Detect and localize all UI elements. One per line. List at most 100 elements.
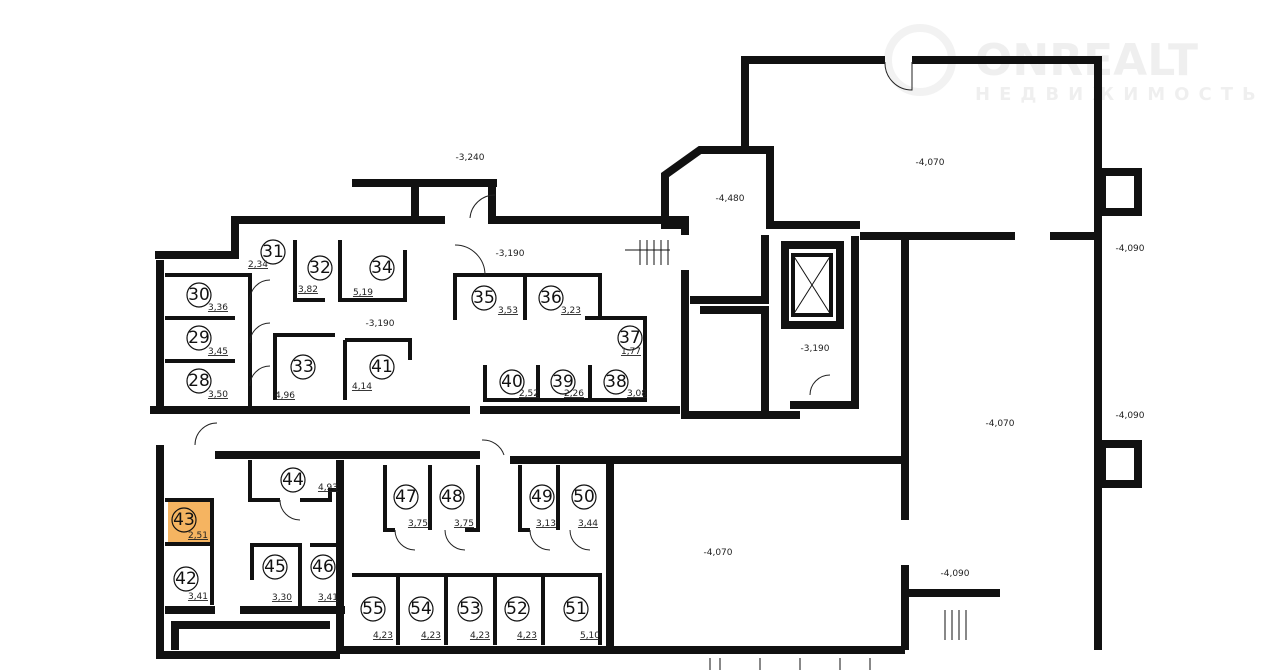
room-number-circle (173, 566, 199, 592)
room-55[interactable]: 554,23 (360, 596, 393, 641)
room-37[interactable]: 371,77 (617, 325, 643, 357)
room-area: 3,75 (408, 519, 428, 529)
level-mark: -3,190 (495, 249, 524, 259)
room-number-circle (529, 484, 555, 510)
room-49[interactable]: 493,13 (529, 484, 556, 529)
room-number: 40 (501, 372, 523, 392)
room-number-circle (171, 507, 197, 533)
room-number-circle (307, 255, 333, 281)
room-number-circle (262, 554, 288, 580)
room-area: 4,23 (421, 631, 441, 641)
room-42[interactable]: 423,41 (173, 566, 208, 602)
level-mark: -4,090 (1115, 244, 1144, 254)
room-30[interactable]: 303,36 (186, 282, 228, 313)
level-mark: -4,090 (940, 569, 969, 579)
room-area: 2,34 (248, 260, 268, 270)
room-34[interactable]: 345,19 (353, 255, 395, 298)
room-number-circle (310, 554, 336, 580)
room-number: 48 (441, 487, 463, 507)
watermark-subtitle: НЕДВИЖИМОСТЬ (975, 84, 1265, 105)
room-number-circle (280, 467, 306, 493)
level-mark: -4,090 (1115, 411, 1144, 421)
room-number-circle (439, 484, 465, 510)
room-52[interactable]: 524,23 (504, 596, 537, 641)
level-mark: -4,070 (985, 419, 1014, 429)
level-mark: -3,190 (800, 344, 829, 354)
room-33[interactable]: 334,96 (275, 354, 316, 401)
level-mark: -4,480 (715, 194, 744, 204)
room-number-circle (603, 369, 629, 395)
room-area: 3,30 (272, 593, 292, 603)
room-number: 37 (619, 328, 641, 348)
room-53[interactable]: 534,23 (457, 596, 490, 641)
room-area: 5,19 (353, 288, 373, 298)
room-50[interactable]: 503,44 (571, 484, 598, 529)
room-area: 4,93 (318, 483, 338, 493)
room-number: 53 (459, 599, 481, 619)
room-46[interactable]: 463,41 (310, 554, 338, 603)
room-28[interactable]: 283,50 (186, 368, 228, 400)
room-51[interactable]: 515,10 (563, 596, 600, 641)
room-area: 4,23 (373, 631, 393, 641)
room-area: 1,77 (621, 347, 641, 357)
room-number: 52 (506, 599, 528, 619)
room-number: 50 (573, 487, 595, 507)
room-number: 33 (292, 357, 314, 377)
room-number: 55 (362, 599, 384, 619)
room-number: 38 (605, 372, 627, 392)
room-number: 45 (264, 557, 286, 577)
level-mark: -3,190 (365, 319, 394, 329)
room-number: 43 (173, 510, 195, 530)
room-number: 31 (262, 242, 284, 262)
room-area: 3,23 (561, 306, 581, 316)
room-number-circle (260, 239, 286, 265)
room-number-circle (369, 354, 395, 380)
room-43-highlight[interactable] (168, 502, 212, 543)
room-39[interactable]: 392,26 (550, 369, 584, 399)
room-area: 3,36 (208, 303, 228, 313)
room-area: 4,23 (470, 631, 490, 641)
room-number-circle (369, 255, 395, 281)
room-number: 30 (188, 285, 210, 305)
room-area: 3,41 (318, 593, 338, 603)
room-36[interactable]: 363,23 (538, 285, 581, 316)
room-45[interactable]: 453,30 (262, 554, 292, 603)
room-31[interactable]: 312,34 (248, 239, 286, 270)
room-number-circle (471, 285, 497, 311)
room-area: 4,14 (352, 382, 372, 392)
room-area: 3,82 (298, 285, 318, 295)
room-43[interactable]: 432,51 (171, 507, 208, 541)
room-number: 28 (188, 371, 210, 391)
room-29[interactable]: 293,45 (186, 325, 228, 357)
room-area: 3,75 (454, 519, 474, 529)
room-38[interactable]: 383,08 (603, 369, 647, 399)
room-number: 36 (540, 288, 562, 308)
room-number: 35 (473, 288, 495, 308)
room-40[interactable]: 402,52 (499, 369, 539, 399)
room-48[interactable]: 483,75 (439, 484, 474, 529)
room-41[interactable]: 414,14 (352, 354, 395, 392)
room-number-circle (457, 596, 483, 622)
room-area: 3,44 (578, 519, 598, 529)
room-area: 4,23 (517, 631, 537, 641)
room-number: 47 (395, 487, 417, 507)
level-marks: -3,240 -3,190 -3,190 -4,480 -4,070 -4,09… (365, 153, 1144, 579)
room-35[interactable]: 353,53 (471, 285, 518, 316)
room-number: 46 (312, 557, 334, 577)
room-54[interactable]: 544,23 (408, 596, 441, 641)
room-area: 3,13 (536, 519, 556, 529)
room-number-circle (408, 596, 434, 622)
room-number: 41 (371, 357, 393, 377)
room-32[interactable]: 323,82 (298, 255, 333, 295)
room-area: 3,45 (208, 347, 228, 357)
room-47[interactable]: 473,75 (393, 484, 428, 529)
room-number: 32 (309, 258, 331, 278)
room-number-circle (499, 369, 525, 395)
level-mark: -4,070 (703, 548, 732, 558)
room-number-circle (186, 325, 212, 351)
room-number-circle (290, 354, 316, 380)
room-number: 39 (552, 372, 574, 392)
